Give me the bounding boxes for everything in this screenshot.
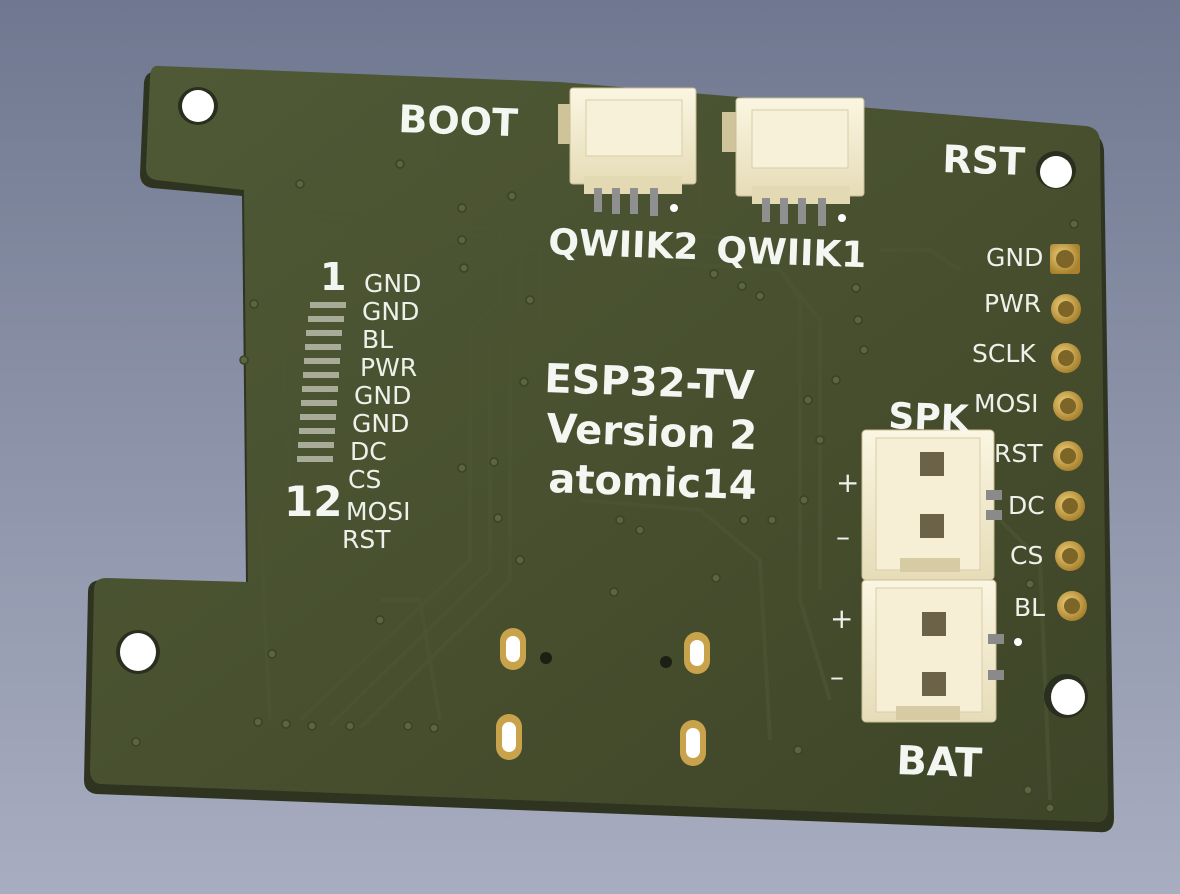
board-title: ESP32-TV — [544, 356, 756, 409]
board-version: Version 2 — [546, 406, 758, 459]
bat-connector — [861, 579, 1022, 723]
display-pin-label: RST — [342, 525, 391, 554]
display-pin-label: GND — [362, 297, 419, 326]
usb-slot-holes — [496, 628, 710, 766]
display-pin-label: PWR — [360, 353, 417, 382]
silk-qwiik1: QWIIK1 — [716, 230, 867, 276]
side-pin-label: CS — [1010, 541, 1043, 570]
display-pin-label: BL — [362, 325, 393, 354]
side-pin-label: MOSI — [974, 389, 1039, 418]
side-pin-label: SCLK — [972, 339, 1036, 368]
display-pin-label: CS — [348, 465, 381, 494]
silk-rst-top: RST — [942, 137, 1026, 184]
display-pin-label: GND — [354, 381, 411, 410]
display-pin-first: 1 — [320, 255, 346, 299]
side-pin-label: GND — [986, 243, 1043, 272]
display-pin-labels: GND GND BL PWR GND GND DC CS MOSI RST — [342, 269, 421, 554]
mounting-holes — [116, 87, 1088, 718]
spk-minus: – — [836, 520, 850, 553]
display-pin-label: DC — [350, 437, 387, 466]
bat-plus: + — [830, 602, 853, 635]
bat-minus: – — [830, 660, 844, 693]
display-pin-last: 12 — [284, 477, 342, 526]
side-header-pads — [1050, 244, 1087, 621]
spk-plus: + — [836, 466, 859, 499]
board-author: atomic14 — [548, 456, 758, 509]
side-header-labels: GND PWR SCLK MOSI RST DC CS BL — [972, 243, 1045, 622]
board-face — [90, 65, 1108, 823]
side-pin-label: RST — [994, 439, 1043, 468]
display-pin-label: GND — [352, 409, 409, 438]
display-pads — [297, 302, 346, 462]
side-pin-label: BL — [1014, 593, 1045, 622]
qwiik2-connector — [558, 87, 697, 216]
silk-boot: BOOT — [398, 97, 519, 145]
display-pin-label: MOSI — [346, 497, 411, 526]
side-pin-label: DC — [1008, 491, 1045, 520]
spk-connector — [861, 429, 1002, 581]
silk-bat: BAT — [896, 738, 984, 787]
qwiik1-connector — [722, 97, 865, 226]
silk-spk: SPK — [888, 396, 971, 440]
side-pin-label: PWR — [984, 289, 1041, 318]
copper-traces — [257, 128, 1052, 801]
vias — [131, 159, 1079, 813]
silk-qwiik2: QWIIK2 — [548, 222, 699, 268]
display-pin-label: GND — [364, 269, 421, 298]
